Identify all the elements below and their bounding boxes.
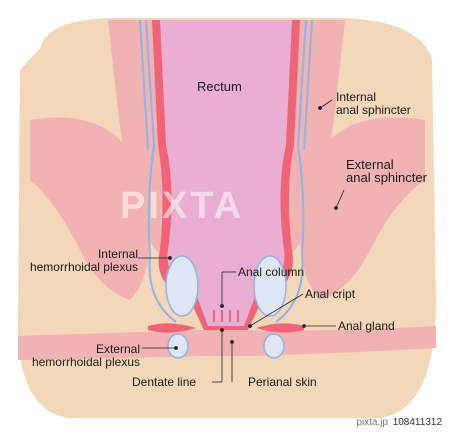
label-internal-sphincter: Internal anal sphincter xyxy=(336,91,411,117)
pointer-lines xyxy=(138,99,345,383)
external-sphincter-left xyxy=(30,117,150,300)
label-internal-plexus: Internal hemorrhoidal plexus xyxy=(14,248,138,274)
label-external-plexus-line1: External xyxy=(95,342,140,356)
label-external-sphincter-line2: anal sphincter xyxy=(346,170,427,185)
site-credit: pixta.jp xyxy=(356,417,388,428)
anal-columns xyxy=(213,310,239,322)
label-external-sphincter-line1: External xyxy=(346,157,394,172)
rectal-lumen xyxy=(160,20,292,326)
label-anal-column: Anal column xyxy=(238,265,305,279)
internal-sphincter-right xyxy=(282,20,345,262)
image-id: 108411312 xyxy=(392,417,442,428)
label-dentate-line: Dentate line xyxy=(132,375,197,389)
perianal-band xyxy=(18,326,436,360)
external-plexus-left xyxy=(167,333,189,359)
vessel-left xyxy=(139,19,177,323)
label-external-sphincter: External anal sphincter xyxy=(346,158,427,184)
label-internal-plexus-line1: Internal xyxy=(97,247,138,261)
internal-plexus-right xyxy=(253,255,287,317)
label-anal-cript: Anal cript xyxy=(305,287,356,301)
anal-gland-right xyxy=(256,323,304,333)
label-internal-sphincter-line1: Internal xyxy=(336,90,377,104)
external-plexus-right xyxy=(263,333,285,359)
label-perianal-skin: Perianal skin xyxy=(248,375,317,389)
vessel-right xyxy=(275,19,313,323)
label-external-plexus-line2: hemorrhoidal plexus xyxy=(31,355,140,369)
anal-gland-left xyxy=(148,323,196,333)
label-rectum: Rectum xyxy=(197,79,242,94)
watermark: PIXTA xyxy=(120,185,245,227)
internal-plexus-left xyxy=(165,255,199,317)
external-sphincter-right xyxy=(300,117,425,300)
label-internal-sphincter-line2: anal sphincter xyxy=(336,103,411,117)
label-internal-plexus-line2: hemorrhoidal plexus xyxy=(29,260,138,274)
internal-sphincter-left xyxy=(108,20,170,262)
label-anal-gland: Anal gland xyxy=(338,319,395,333)
label-external-plexus: External hemorrhoidal plexus xyxy=(14,343,140,369)
